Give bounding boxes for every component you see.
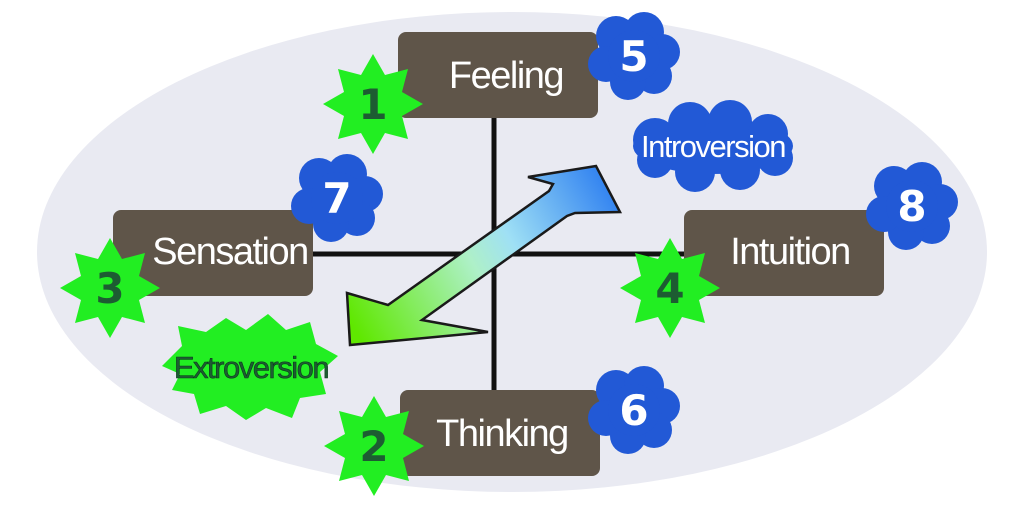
green-number-2: 2 [359,422,388,471]
green-number-4: 4 [655,264,684,313]
introversion-cloud: Introversion [633,100,793,192]
green-number-1: 1 [358,80,387,129]
intuition-label: Intuition [730,231,850,273]
blue-cloud-5: 5 [588,12,680,100]
blue-number-8: 8 [897,182,926,231]
feeling-box: Feeling [398,32,598,118]
introversion-label: Introversion [641,129,785,164]
blue-number-6: 6 [619,386,648,435]
green-star-1: 1 [323,54,423,154]
extroversion-label: Extroversion [174,350,329,385]
blue-cloud-6: 6 [588,366,680,454]
blue-cloud-7: 7 [291,154,383,242]
sensation-box: Sensation [113,210,313,296]
blue-number-7: 7 [322,174,351,223]
blue-cloud-8: 8 [866,162,958,250]
green-star-4: 4 [620,238,720,338]
sensation-label: Sensation [152,231,308,273]
blue-number-5: 5 [619,32,648,81]
thinking-label: Thinking [436,413,568,455]
green-star-2: 2 [324,396,424,496]
green-number-3: 3 [95,264,124,313]
feeling-label: Feeling [449,55,563,97]
extroversion-burst: Extroversion [162,314,338,420]
green-star-3: 3 [60,238,160,338]
thinking-box: Thinking [400,390,600,476]
introversion-extroversion-arrow [345,164,623,347]
intuition-box: Intuition [684,210,884,296]
